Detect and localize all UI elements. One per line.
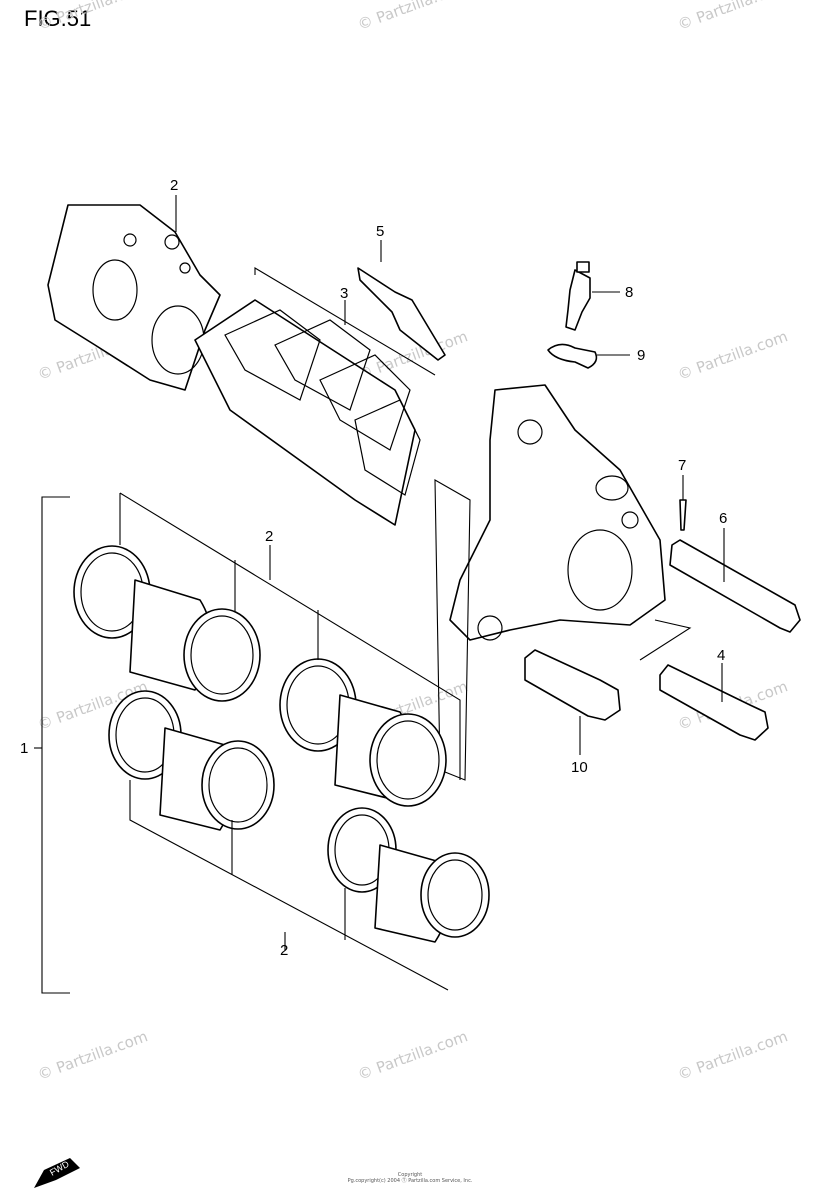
- brake-pad-set: [194, 267, 436, 526]
- forward-arrow-icon: FWD: [34, 1158, 80, 1188]
- caliper-bolt-small: [659, 664, 769, 741]
- callout-6: 6: [719, 510, 727, 527]
- leader-lines: [34, 195, 725, 994]
- piston-seal-group-c: [279, 658, 447, 807]
- watermark: © Partzilla.com: [35, 1027, 150, 1084]
- watermark: © Partzilla.com: [675, 327, 790, 384]
- callout-3: 3: [340, 285, 348, 302]
- watermark: © Partzilla.com: [355, 0, 470, 34]
- callout-labels: 1 2 2 2 3 4 5 6 7 8 9 10: [20, 177, 727, 959]
- bleeder-valve: [565, 261, 591, 331]
- pad-pin: [669, 539, 801, 633]
- callout-1: 1: [20, 740, 28, 757]
- pad-spring: [357, 267, 446, 361]
- bleeder-cap: [547, 343, 598, 369]
- watermark: © Partzilla.com: [675, 0, 790, 34]
- piston-seal-group-a: [73, 545, 261, 702]
- caliper-bolt-large: [524, 649, 621, 721]
- clip-pin: [679, 499, 687, 531]
- callout-2: 2: [280, 942, 288, 959]
- callout-2: 2: [265, 528, 273, 545]
- piston-seal-group-d: [327, 807, 490, 943]
- piston-seal-group-b: [108, 690, 275, 831]
- callout-9: 9: [637, 347, 645, 364]
- footer-line-1: Copyright: [397, 1172, 423, 1178]
- footer-copyright: Copyright Pg.copyright(c) 2004 Ⓣ Partzil…: [340, 1172, 480, 1184]
- callout-10: 10: [571, 759, 588, 776]
- callout-8: 8: [625, 284, 633, 301]
- watermark: © Partzilla.com: [35, 0, 150, 34]
- caliper-housing-outer: [47, 204, 221, 391]
- callout-7: 7: [678, 457, 686, 474]
- watermark: © Partzilla.com: [355, 1027, 470, 1084]
- caliper-housing-inner: [434, 384, 692, 781]
- callout-4: 4: [717, 647, 725, 664]
- footer-line-2: Pg.copyright(c) 2004 Ⓣ Partzilla.com Ser…: [347, 1178, 473, 1184]
- callout-2: 2: [170, 177, 178, 194]
- watermark: © Partzilla.com: [675, 1027, 790, 1084]
- figure-title: FIG.51: [24, 6, 92, 31]
- callout-5: 5: [376, 223, 384, 240]
